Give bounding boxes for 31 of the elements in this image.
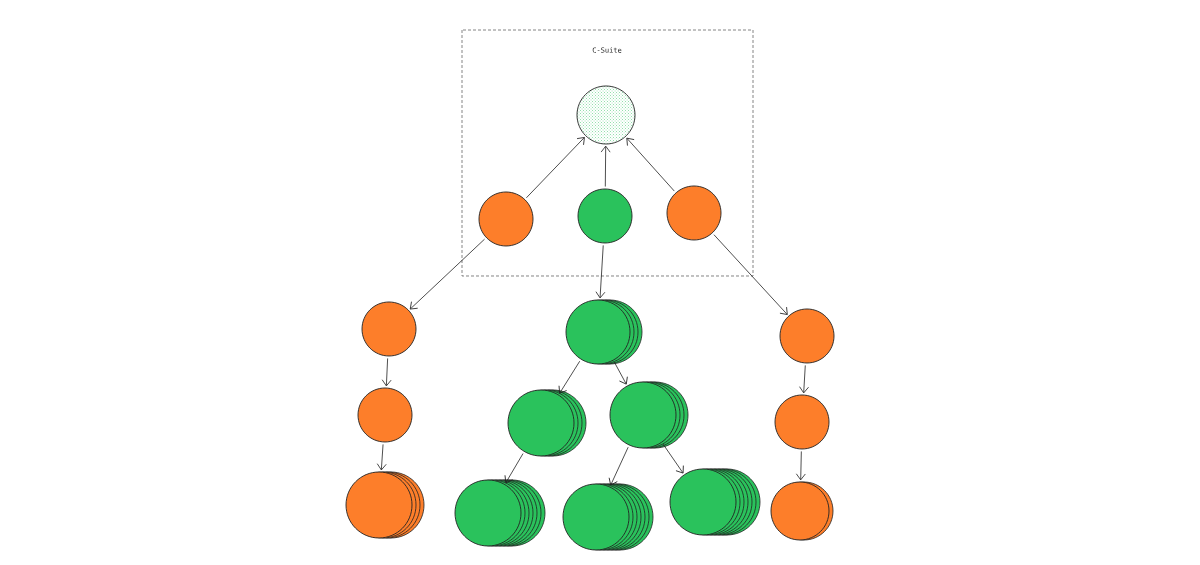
stacked-circles: [454, 479, 546, 547]
circle: [779, 308, 835, 364]
arrow: [595, 245, 606, 299]
arrow: [376, 444, 387, 471]
arrow: [381, 358, 392, 387]
arrow: [558, 360, 581, 394]
stacked-circles: [669, 468, 761, 536]
circle: [478, 191, 534, 247]
arrow: [614, 361, 628, 385]
circle: [666, 185, 722, 241]
arrow: [626, 137, 675, 192]
arrow: [608, 446, 629, 486]
stacked-circles: [562, 483, 654, 551]
stacked-circles: [565, 299, 643, 365]
stacked-circles: [609, 381, 689, 449]
stacked-circles: [770, 481, 834, 541]
arrow: [526, 137, 585, 199]
circle: [576, 85, 636, 145]
arrow: [409, 238, 485, 310]
arrow: [799, 365, 809, 394]
stacked-circles: [345, 471, 425, 539]
circle: [577, 188, 633, 244]
circle: [361, 301, 417, 357]
arrow: [662, 443, 684, 474]
arrow: [795, 451, 806, 481]
arrow: [600, 145, 611, 187]
stacked-circles: [507, 389, 587, 457]
arrow: [504, 453, 524, 484]
circle: [357, 387, 413, 443]
arrow: [713, 234, 788, 315]
circle: [774, 394, 830, 450]
